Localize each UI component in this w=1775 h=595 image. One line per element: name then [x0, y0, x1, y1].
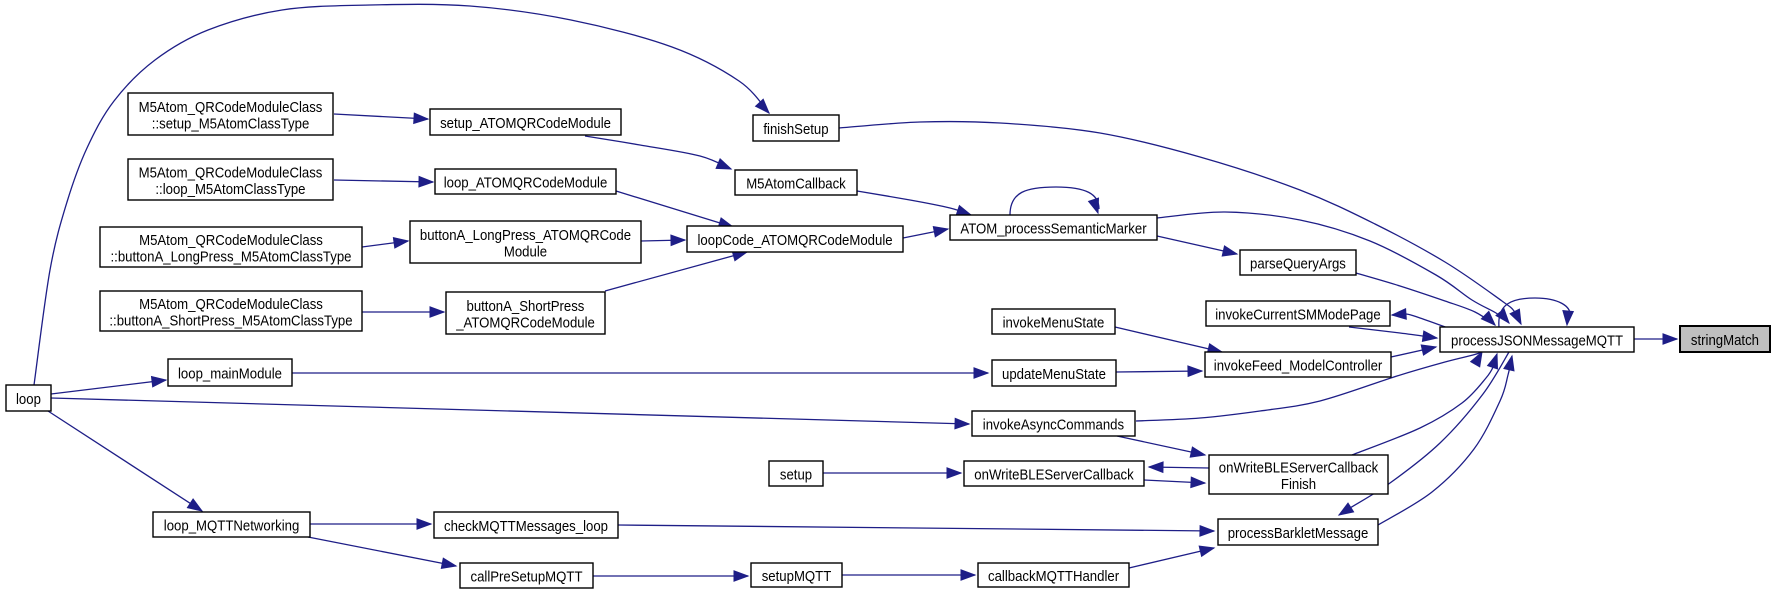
svg-text:onWriteBLEServerCallback: onWriteBLEServerCallback — [974, 468, 1134, 484]
svg-text:finishSetup: finishSetup — [763, 122, 828, 138]
svg-text:::buttonA_LongPress_M5AtomClas: ::buttonA_LongPress_M5AtomClassType — [111, 250, 352, 266]
svg-text:Module: Module — [504, 245, 547, 261]
svg-text:M5Atom_QRCodeModuleClass: M5Atom_QRCodeModuleClass — [139, 233, 323, 249]
svg-text:loop_mainModule: loop_mainModule — [178, 367, 282, 383]
svg-text:loop_ATOMQRCodeModule: loop_ATOMQRCodeModule — [444, 176, 608, 192]
svg-text:parseQueryArgs: parseQueryArgs — [1250, 257, 1346, 273]
svg-text:callPreSetupMQTT: callPreSetupMQTT — [471, 570, 583, 586]
svg-text:::setup_M5AtomClassType: ::setup_M5AtomClassType — [152, 117, 309, 133]
svg-text:setup_ATOMQRCodeModule: setup_ATOMQRCodeModule — [440, 116, 611, 132]
svg-text:invokeFeed_ModelController: invokeFeed_ModelController — [1214, 359, 1383, 375]
svg-text:setupMQTT: setupMQTT — [762, 569, 832, 585]
svg-text:stringMatch: stringMatch — [1691, 333, 1759, 349]
svg-text:ATOM_processSemanticMarker: ATOM_processSemanticMarker — [960, 222, 1146, 238]
svg-text:Finish: Finish — [1281, 477, 1316, 493]
svg-text:_ATOMQRCodeModule: _ATOMQRCodeModule — [455, 316, 595, 332]
svg-text:M5AtomCallback: M5AtomCallback — [746, 177, 846, 193]
svg-text:invokeCurrentSMModePage: invokeCurrentSMModePage — [1215, 308, 1381, 324]
svg-text:M5Atom_QRCodeModuleClass: M5Atom_QRCodeModuleClass — [139, 100, 323, 116]
svg-text:processJSONMessageMQTT: processJSONMessageMQTT — [1451, 334, 1623, 350]
svg-text:onWriteBLEServerCallback: onWriteBLEServerCallback — [1219, 461, 1379, 477]
svg-text:setup: setup — [780, 468, 812, 484]
svg-text:buttonA_LongPress_ATOMQRCode: buttonA_LongPress_ATOMQRCode — [420, 228, 631, 244]
svg-text:::loop_M5AtomClassType: ::loop_M5AtomClassType — [155, 182, 305, 198]
svg-text:invokeAsyncCommands: invokeAsyncCommands — [983, 418, 1124, 434]
svg-text:updateMenuState: updateMenuState — [1002, 367, 1106, 383]
svg-text:callbackMQTTHandler: callbackMQTTHandler — [988, 569, 1119, 585]
svg-text:checkMQTTMessages_loop: checkMQTTMessages_loop — [444, 519, 608, 535]
svg-text:M5Atom_QRCodeModuleClass: M5Atom_QRCodeModuleClass — [139, 297, 323, 313]
svg-text:buttonA_ShortPress: buttonA_ShortPress — [467, 299, 585, 315]
svg-text:loop_MQTTNetworking: loop_MQTTNetworking — [164, 519, 299, 535]
svg-text:loopCode_ATOMQRCodeModule: loopCode_ATOMQRCodeModule — [698, 233, 893, 249]
svg-text:::buttonA_ShortPress_M5AtomCla: ::buttonA_ShortPress_M5AtomClassType — [109, 314, 352, 330]
svg-text:M5Atom_QRCodeModuleClass: M5Atom_QRCodeModuleClass — [139, 166, 323, 182]
svg-text:invokeMenuState: invokeMenuState — [1003, 316, 1105, 332]
svg-text:loop: loop — [16, 392, 41, 408]
svg-text:processBarkletMessage: processBarkletMessage — [1228, 526, 1369, 542]
